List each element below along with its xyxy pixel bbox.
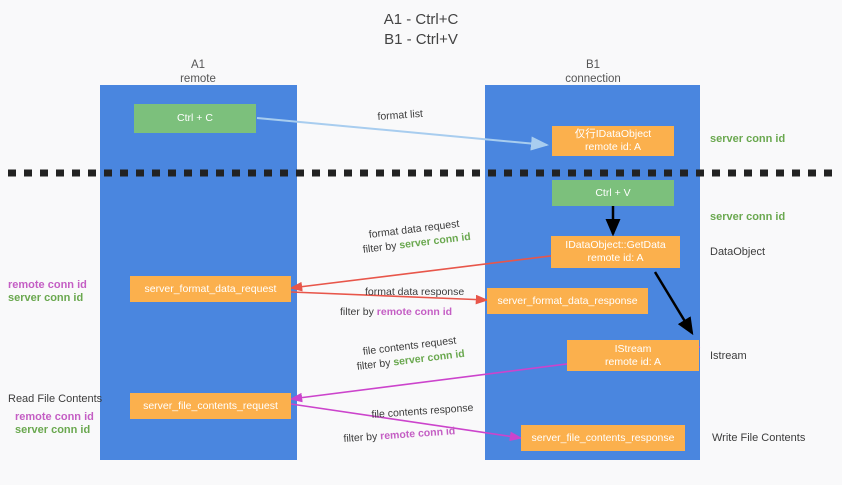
box-server-format-data-request[interactable]: server_format_data_request xyxy=(130,276,291,302)
label-fdrs-filter-value: remote conn id xyxy=(376,306,453,318)
column-b1-sub: connection xyxy=(565,73,621,85)
box-idataobject[interactable]: 仅行IDataObject remote id: A xyxy=(552,126,674,156)
label-file-contents-response-filter: filter by remote conn id xyxy=(343,424,456,446)
column-a1-name: A1 xyxy=(190,59,206,71)
column-b1-name: B1 xyxy=(585,59,601,71)
dashed-divider xyxy=(8,169,834,177)
label-format-data-response-filter: filter by remote conn id xyxy=(340,305,452,319)
diagram-title: A1 - Ctrl+C B1 - Ctrl+V xyxy=(0,10,842,50)
left-label-server-conn-id-upper: server conn id xyxy=(8,292,84,304)
box-getdata-title: IDataObject::GetData xyxy=(565,239,666,251)
title-line-1: A1 - Ctrl+C xyxy=(383,11,459,28)
left-label-server-conn-id-lower: server conn id xyxy=(15,424,91,436)
right-label-istream: Istream xyxy=(710,350,747,362)
column-header-b1: B1 connection xyxy=(493,58,693,86)
label-fdr-filter-prefix: filter by xyxy=(362,239,401,256)
left-label-remote-conn-id-lower: remote conn id xyxy=(15,411,94,423)
box-ctrl-v-label: Ctrl + V xyxy=(595,186,631,199)
label-format-data-response-text: format data response xyxy=(365,286,465,298)
label-format-list: format list xyxy=(377,107,423,124)
box-idataobject-title: 仅行IDataObject xyxy=(574,128,652,140)
box-server-format-data-response[interactable]: server_format_data_response xyxy=(487,288,648,314)
title-line-2: B1 - Ctrl+V xyxy=(384,31,458,48)
column-header-a1: A1 remote xyxy=(98,58,298,86)
box-server-format-data-response-label: server_format_data_response xyxy=(497,294,638,307)
box-ctrl-v[interactable]: Ctrl + V xyxy=(552,180,674,206)
column-a1-sub: remote xyxy=(180,73,216,85)
box-idataobject-sub: remote id: A xyxy=(584,141,642,153)
label-file-contents-response: file contents response xyxy=(371,401,474,422)
box-istream[interactable]: IStream remote id: A xyxy=(567,340,699,371)
label-fcr-filter-prefix: filter by xyxy=(356,356,395,373)
box-istream-title: IStream xyxy=(614,342,652,355)
box-server-format-data-request-label: server_format_data_request xyxy=(144,282,277,295)
box-server-file-contents-response[interactable]: server_file_contents_response xyxy=(521,425,685,451)
left-label-read-file-contents: Read File Contents xyxy=(8,393,103,405)
right-label-dataobject: DataObject xyxy=(710,246,766,258)
label-fcrs-filter-value: remote conn id xyxy=(379,425,456,443)
label-format-list-text: format list xyxy=(377,107,424,123)
box-istream-sub: remote id: A xyxy=(604,355,662,368)
label-file-contents-response-text: file contents response xyxy=(371,401,474,421)
box-server-file-contents-response-label: server_file_contents_response xyxy=(531,431,675,444)
box-server-file-contents-request-label: server_file_contents_request xyxy=(143,399,278,412)
right-label-write-file-contents: Write File Contents xyxy=(712,432,806,444)
label-fcrs-filter-prefix: filter by xyxy=(343,430,381,445)
left-label-remote-conn-id-upper: remote conn id xyxy=(8,279,87,291)
box-getdata-sub: remote id: A xyxy=(587,252,644,264)
box-ctrl-c[interactable]: Ctrl + C xyxy=(134,104,256,133)
right-label-server-conn-id-second: server conn id xyxy=(710,211,786,223)
box-server-file-contents-request[interactable]: server_file_contents_request xyxy=(130,393,291,419)
label-fdrs-filter-prefix: filter by xyxy=(340,306,377,318)
right-label-server-conn-id-top: server conn id xyxy=(710,133,786,145)
label-format-data-response: format data response xyxy=(365,285,464,299)
box-idataobject-getdata[interactable]: IDataObject::GetData remote id: A xyxy=(551,236,680,268)
box-ctrl-c-label: Ctrl + C xyxy=(177,112,213,124)
